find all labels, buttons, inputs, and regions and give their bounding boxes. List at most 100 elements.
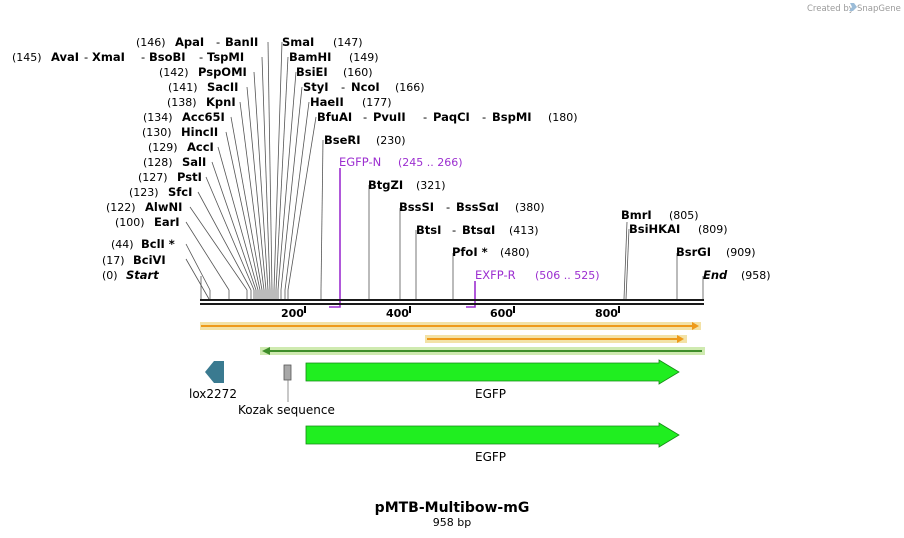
svg-text:-: - xyxy=(482,110,486,124)
site-label-bspmi: BspMI xyxy=(492,110,532,124)
svg-text:-: - xyxy=(341,80,345,94)
site-label-tspmi: TspMI xyxy=(207,50,244,64)
site-label-sfci: SfcI xyxy=(168,185,192,199)
site-pos-eari: (100) xyxy=(115,216,145,229)
site-label-btsai: BtsαI xyxy=(462,223,495,237)
site-label-smai: SmaI xyxy=(282,35,314,49)
site-label-pspomi: PspOMI xyxy=(198,65,247,79)
snapgene-logo-icon xyxy=(849,3,857,11)
primer-egfp-n: EGFP-N (245 .. 266) xyxy=(329,155,463,308)
site-label-acci: AccI xyxy=(187,140,214,154)
site-pos-bsssi: (380) xyxy=(515,201,545,214)
site-label-bsrgi: BsrGI xyxy=(676,245,711,259)
site-pos-bseri: (230) xyxy=(376,134,406,147)
tick-label-800: 800 xyxy=(595,307,618,320)
site-pos-hincii: (130) xyxy=(142,126,172,139)
site-pos-end: (958) xyxy=(741,269,771,282)
site-label-paqci: PaqCI xyxy=(433,110,470,124)
site-label-styi: StyI xyxy=(303,80,329,94)
primer-exfp-r: EXFP-R (506 .. 525) xyxy=(466,268,600,308)
site-pos-psti: (127) xyxy=(138,171,168,184)
site-label-start: Start xyxy=(126,268,159,282)
egfp-label-2: EGFP xyxy=(475,450,506,464)
site-pos-bfuai: (180) xyxy=(548,111,578,124)
svg-text:-: - xyxy=(423,110,427,124)
site-label-hincii: HincII xyxy=(181,125,218,139)
site-label-alwni: AlwNI xyxy=(145,200,182,214)
site-label-bmri: BmrI xyxy=(621,208,652,222)
site-label-bsssai: BssSαI xyxy=(456,200,499,214)
site-label-pvuii: PvuII xyxy=(373,110,406,124)
site-label-bseri: BseRI xyxy=(324,133,361,147)
site-pos-bsiei: (160) xyxy=(343,66,373,79)
site-pos-btsi: (413) xyxy=(509,224,539,237)
orf-forward-1 xyxy=(200,322,701,330)
site-pos-kpni: (138) xyxy=(167,96,197,109)
site-label-sali: SalI xyxy=(182,155,206,169)
site-pos-sfci: (123) xyxy=(129,186,159,199)
site-label-psti: PstI xyxy=(177,170,202,184)
plasmid-name: pMTB-Multibow-mG xyxy=(375,500,530,516)
svg-text:-: - xyxy=(363,110,367,124)
site-label-avai: AvaI xyxy=(51,50,79,64)
svg-text:-: - xyxy=(446,200,450,214)
svg-text:-: - xyxy=(141,50,145,64)
site-label-bcivi: BciVI xyxy=(133,253,166,267)
site-label-bsssi: BssSI xyxy=(399,200,434,214)
site-label-bamhi: BamHI xyxy=(289,50,331,64)
svg-text:-: - xyxy=(199,50,203,64)
site-label-xmai: XmaI xyxy=(92,50,125,64)
site-pos-pfoi: (480) xyxy=(500,246,530,259)
primer-range-egfp-n: (245 .. 266) xyxy=(398,156,463,169)
site-pos-acci: (129) xyxy=(148,141,178,154)
kozak-label: Kozak sequence xyxy=(238,403,335,417)
site-label-haeii: HaeII xyxy=(310,95,344,109)
credit-brand: SnapGene xyxy=(857,4,901,14)
primer-label-exfp-r: EXFP-R xyxy=(475,268,516,282)
site-pos-bcli: (44) xyxy=(111,238,134,251)
ruler: 200 400 600 800 xyxy=(281,306,620,320)
site-label-ncoi: NcoI xyxy=(351,80,380,94)
tick-label-400: 400 xyxy=(386,307,409,320)
svg-text:-: - xyxy=(452,223,456,237)
site-label-bfuai: BfuAI xyxy=(317,110,352,124)
site-pos-bsihkai: (809) xyxy=(698,223,728,236)
site-label-btsi: BtsI xyxy=(416,223,441,237)
site-label-end: End xyxy=(703,268,728,282)
credit-text: Created by xyxy=(807,4,854,14)
site-label-eari: EarI xyxy=(154,215,180,229)
egfp-arrow-2 xyxy=(305,422,680,448)
site-label-apai: ApaI xyxy=(175,35,204,49)
egfp-label-1: EGFP xyxy=(475,387,506,401)
site-pos-sali: (128) xyxy=(143,156,173,169)
tick-label-600: 600 xyxy=(490,307,513,320)
site-label-bsiei: BsiEI xyxy=(296,65,328,79)
svg-text:-: - xyxy=(216,35,220,49)
site-pos-start: (0) xyxy=(102,269,118,282)
site-label-pfoi: PfoI * xyxy=(452,245,488,259)
site-label-bcli: BclI * xyxy=(141,237,175,251)
site-pos-avai: (145) xyxy=(12,51,42,64)
site-label-kpni: KpnI xyxy=(206,95,236,109)
site-label-bsobi: BsoBI xyxy=(149,50,186,64)
site-pos-btgzi: (321) xyxy=(416,179,446,192)
site-pos-bamhi: (149) xyxy=(349,51,379,64)
site-pos-acc65i: (134) xyxy=(143,111,173,124)
site-label-sacii: SacII xyxy=(207,80,238,94)
site-pos-sacii: (141) xyxy=(168,81,198,94)
lox2272-label: lox2272 xyxy=(189,387,237,401)
site-label-bsihkai: BsiHKAI xyxy=(629,222,680,236)
egfp-arrow-1 xyxy=(305,359,680,385)
site-label-btgzi: BtgZI xyxy=(368,178,403,192)
svg-text:-: - xyxy=(84,50,88,64)
site-pos-pspomi: (142) xyxy=(159,66,189,79)
kozak-feature xyxy=(283,364,292,402)
site-pos-bcivi: (17) xyxy=(102,254,125,267)
site-pos-bsrgi: (909) xyxy=(726,246,756,259)
sequence-backbone xyxy=(200,299,704,305)
site-label-acc65i: Acc65I xyxy=(182,110,225,124)
orf-forward-2 xyxy=(425,335,687,343)
site-pos-apai: (146) xyxy=(136,36,166,49)
lox2272-feature xyxy=(205,361,224,383)
tick-label-200: 200 xyxy=(281,307,304,320)
